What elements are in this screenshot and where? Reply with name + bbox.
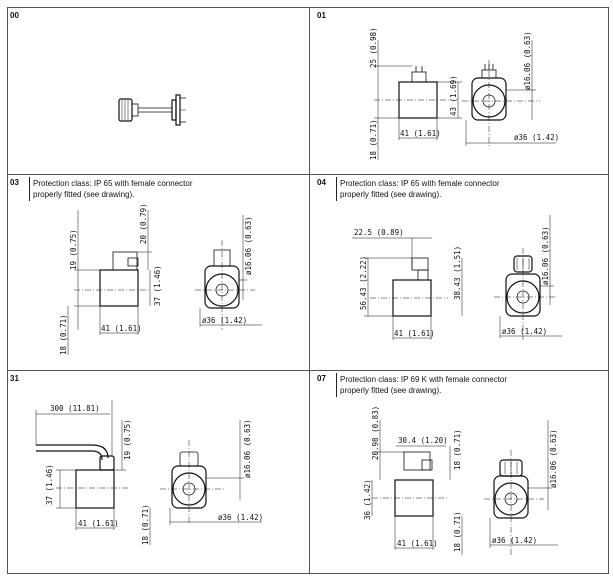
dim-37: 37 (1.46) [153, 265, 162, 306]
dim-d36: ø36 (1.42) [492, 536, 537, 545]
dim-37: 37 (1.46) [45, 464, 54, 505]
cell-code-31: 31 [10, 374, 19, 383]
cell-code-07: 07 [317, 374, 326, 383]
note-divider [29, 177, 30, 201]
note-line: Protection class: IP 69 K with female co… [340, 375, 508, 384]
note-line: properly fitted (see drawing). [33, 190, 135, 199]
dim-225: 22.5 (0.89) [354, 228, 404, 237]
drawing-04: 22.5 (0.89) 56.43 (2.22) 38.43 (1.51) 41… [352, 215, 562, 340]
note-line: properly fitted (see drawing). [340, 386, 442, 395]
note-divider [336, 373, 337, 397]
column-divider [309, 7, 310, 573]
note-divider [336, 177, 337, 201]
dim-300: 300 (11.81) [50, 404, 100, 413]
cell-code-01: 01 [317, 11, 326, 20]
cell-code-00: 00 [10, 11, 19, 20]
dim-25: 25 (0.98) [369, 27, 378, 68]
drawing-03: 19 (0.75) 18 (0.71) 20 (0.79) 37 (1.46) … [59, 203, 262, 355]
dim-d1606: ø16.06 (0.63) [243, 419, 252, 478]
dim-36: 36 (1.42) [363, 479, 372, 520]
dim-5643: 56.43 (2.22) [359, 256, 368, 310]
row-divider [7, 370, 608, 371]
drawing-01: 25 (0.98) 18 (0.71) 43 (1.69) 41 (1.61) [369, 27, 559, 160]
cell-code-04: 04 [317, 178, 326, 187]
dim-18: 18 (0.71) [59, 314, 68, 355]
dim-41: 41 (1.61) [400, 129, 441, 138]
dim-41: 41 (1.61) [397, 539, 438, 548]
drawing-07: 30.4 (1.20) 20.98 (0.83) 36 (1.42) 18 (0… [363, 406, 558, 555]
dim-304: 30.4 (1.20) [398, 436, 448, 445]
dim-d36: ø36 (1.42) [514, 133, 559, 142]
dim-18: 18 (0.71) [141, 504, 150, 545]
cell-note-04: Protection class: IP 65 with female conn… [340, 178, 500, 200]
dim-41: 41 (1.61) [394, 329, 435, 338]
dim-d36: ø36 (1.42) [218, 513, 263, 522]
dim-d1606: ø16.06 (0.63) [244, 216, 253, 275]
table-frame [7, 7, 609, 574]
dim-43: 43 (1.69) [449, 75, 458, 116]
dim-d36: ø36 (1.42) [502, 327, 547, 336]
dim-19: 19 (0.75) [123, 419, 132, 460]
dim-d1606: ø16.06 (0.63) [549, 429, 558, 488]
dim-18a: 18 (0.71) [453, 429, 462, 470]
cell-code-03: 03 [10, 178, 19, 187]
dim-d1606: ø16.06 (0.63) [523, 31, 532, 90]
dim-19: 19 (0.75) [69, 229, 78, 270]
dim-41: 41 (1.61) [101, 324, 142, 333]
dim-41: 41 (1.61) [78, 519, 119, 528]
drawing-31: 300 (11.81) 37 (1.46) 19 (0.75) 41 (1.61… [35, 400, 263, 545]
dim-d36: ø36 (1.42) [202, 316, 247, 325]
cell-note-07: Protection class: IP 69 K with female co… [340, 374, 507, 396]
note-line: Protection class: IP 65 with female conn… [340, 179, 500, 188]
drawing-00 [118, 94, 186, 126]
note-line: properly fitted (see drawing). [340, 190, 442, 199]
cell-note-03: Protection class: IP 65 with female conn… [33, 178, 193, 200]
note-line: Protection class: IP 65 with female conn… [33, 179, 193, 188]
dim-2098: 20.98 (0.83) [371, 406, 380, 460]
dim-20: 20 (0.79) [139, 203, 148, 244]
dim-d1606: ø16.06 (0.63) [541, 226, 550, 285]
dim-18: 18 (0.71) [369, 119, 378, 160]
dim-18b: 18 (0.71) [453, 511, 462, 552]
row-divider [7, 174, 608, 175]
dim-3843: 38.43 (1.51) [453, 246, 462, 300]
